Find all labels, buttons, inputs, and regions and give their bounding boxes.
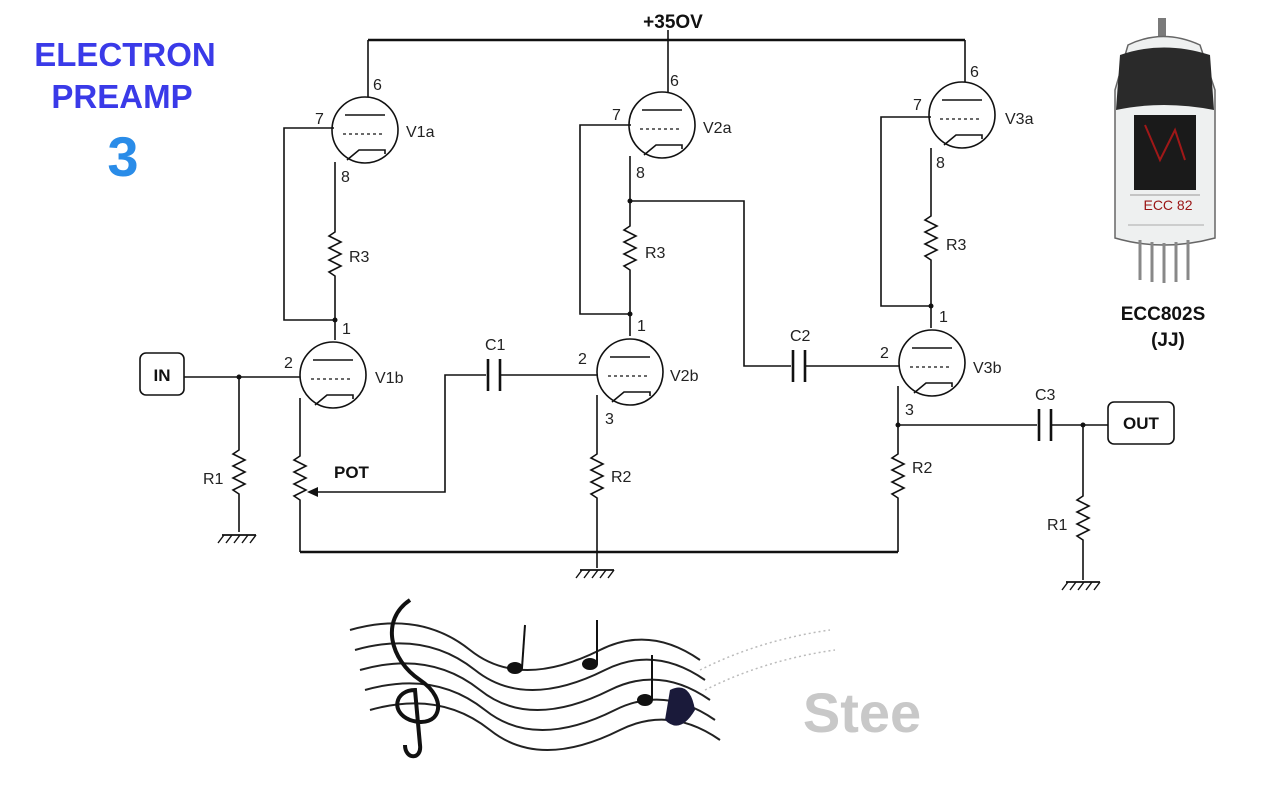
pin-v2a-6: 6 xyxy=(670,73,679,90)
title-line1: ELECTRON xyxy=(34,36,216,73)
pin-v2a-8: 8 xyxy=(636,165,645,182)
resistor-r1-input xyxy=(231,377,247,532)
pin-v3b-3: 3 xyxy=(905,402,914,419)
label-v1b: V1b xyxy=(375,370,404,387)
resistor-r3-stage2 xyxy=(622,222,638,336)
music-staff-decoration xyxy=(349,598,836,759)
signature: Stee xyxy=(803,681,921,744)
triode-v2b xyxy=(596,338,664,406)
pin-v2b-2: 2 xyxy=(578,351,587,368)
node-stage1 xyxy=(332,317,338,323)
input-connector xyxy=(139,352,185,396)
pin-v1b-2: 2 xyxy=(284,355,293,372)
label-r2-stage2: R2 xyxy=(611,469,632,486)
supply-label: +35OV xyxy=(643,12,703,33)
pin-v1b-1: 1 xyxy=(342,321,351,338)
pot-wiper-arrow xyxy=(307,487,318,497)
label-v3a: V3a xyxy=(1005,111,1034,128)
tube-photo-print: ECC 82 xyxy=(1143,197,1192,213)
pin-v1a-8: 8 xyxy=(341,169,350,186)
triode-v1a xyxy=(331,96,399,164)
pin-v3a-7: 7 xyxy=(913,97,922,114)
label-c1: C1 xyxy=(485,337,506,354)
label-r1-output: R1 xyxy=(1047,517,1068,534)
pin-v2b-3: 3 xyxy=(605,411,614,428)
label-r3-stage2: R3 xyxy=(645,245,666,262)
output-connector xyxy=(1107,401,1175,445)
pin-v3a-6: 6 xyxy=(970,64,979,81)
potentiometer xyxy=(292,452,308,552)
resistor-r3-stage1 xyxy=(327,228,343,340)
pin-v2a-7: 7 xyxy=(612,107,621,124)
title-number: 3 xyxy=(107,125,138,188)
pin-v1a-6: 6 xyxy=(373,77,382,94)
tube-photo: ECC 82 xyxy=(1114,18,1216,283)
triode-v1b xyxy=(299,341,367,409)
wire-stage2-out xyxy=(630,200,791,367)
input-label: IN xyxy=(154,366,171,385)
tube-maker-label: (JJ) xyxy=(1151,330,1185,351)
label-v2a: V2a xyxy=(703,120,732,137)
triode-v3a xyxy=(928,81,996,149)
label-v3b: V3b xyxy=(973,360,1002,377)
pin-v1a-7: 7 xyxy=(315,111,324,128)
label-c2: C2 xyxy=(790,328,811,345)
ground-stage2 xyxy=(575,569,615,579)
wire-v2a-grid xyxy=(579,124,631,315)
wire-v1a-grid xyxy=(283,127,335,321)
pin-v3a-8: 8 xyxy=(936,155,945,172)
resistor-r2-stage3 xyxy=(890,450,906,552)
triode-v2a xyxy=(628,91,696,159)
wire-v3a-grid xyxy=(880,116,931,307)
label-r3-stage3: R3 xyxy=(946,237,967,254)
label-v2b: V2b xyxy=(670,368,699,385)
pin-v3b-2: 2 xyxy=(880,345,889,362)
pot-label: POT xyxy=(334,463,370,482)
wire-pot-wiper xyxy=(318,374,486,493)
label-r3-stage1: R3 xyxy=(349,249,370,266)
resistor-r1-output xyxy=(1075,425,1091,580)
node-stage3 xyxy=(928,303,934,309)
pin-v3b-1: 1 xyxy=(939,309,948,326)
ground-input xyxy=(217,534,257,544)
resistor-r3-stage3 xyxy=(923,212,939,328)
ground-output xyxy=(1061,581,1101,591)
resistor-r2-stage2 xyxy=(589,450,605,568)
label-r2-stage3: R2 xyxy=(912,460,933,477)
pin-v2b-1: 1 xyxy=(637,318,646,335)
title-line2: PREAMP xyxy=(51,78,192,115)
node-stage2 xyxy=(627,311,633,317)
label-r1-input: R1 xyxy=(203,471,224,488)
output-label: OUT xyxy=(1123,414,1160,433)
tube-model-label: ECC802S xyxy=(1121,304,1206,325)
label-v1a: V1a xyxy=(406,124,435,141)
label-c3: C3 xyxy=(1035,387,1056,404)
triode-v3b xyxy=(898,329,966,397)
